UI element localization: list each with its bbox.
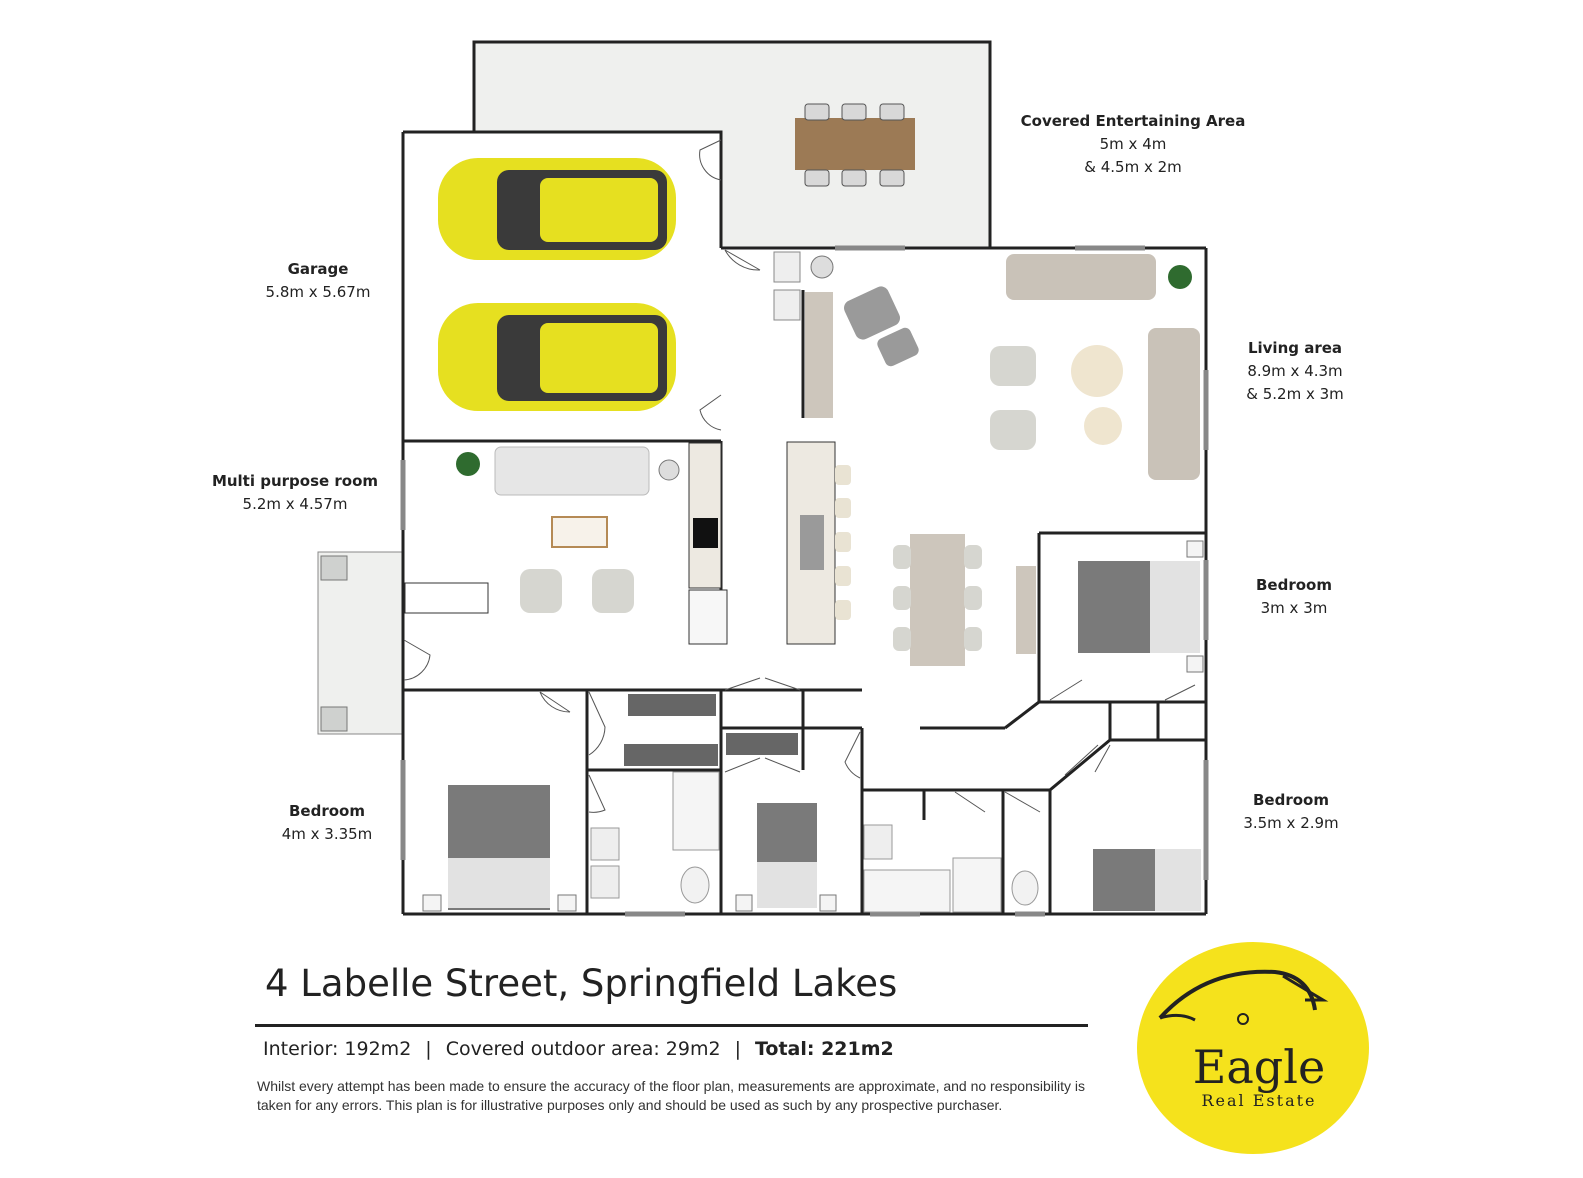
room-label-living-area: Living area 8.9m x 4.3m & 5.2m x 3m (1225, 337, 1365, 406)
side-awning (317, 551, 405, 735)
room-dims: 5.2m x 4.57m (242, 495, 348, 513)
interior-area: Interior: 192m2 (263, 1038, 412, 1060)
logo-name: Eagle (1193, 1040, 1325, 1094)
bathroom-fixtures (590, 771, 1039, 913)
wardrobes (624, 694, 798, 766)
room-name: Living area (1247, 339, 1343, 357)
separator: | (425, 1038, 432, 1060)
outdoor-area: Covered outdoor area: 29m2 (445, 1038, 721, 1060)
room-label-multi-purpose: Multi purpose room 5.2m x 4.57m (200, 470, 390, 516)
room-dims: 8.9m x 4.3m (1247, 362, 1343, 380)
windows (400, 245, 1209, 917)
room-dims: 5m x 4m (1099, 135, 1167, 153)
outdoor-dining-set (795, 103, 915, 187)
total-area: Total: 221m2 (754, 1038, 894, 1060)
property-address: 4 Labelle Street, Springfield Lakes (265, 962, 898, 1005)
disclaimer: Whilst every attempt has been made to en… (257, 1078, 1085, 1113)
room-dims: 4m x 3.35m (281, 825, 373, 843)
car-top (438, 158, 676, 260)
room-dims: 5.8m x 5.67m (265, 283, 371, 301)
living-furniture (805, 254, 1200, 480)
room-dims: & 4.5m x 2m (1084, 158, 1182, 176)
study-bed-furniture (735, 803, 837, 912)
room-name: Garage (287, 260, 349, 278)
master-bedroom-furniture (422, 785, 577, 912)
room-name: Multi purpose room (211, 472, 379, 490)
bedroom-4-furniture (1093, 849, 1201, 911)
multi-purpose-furniture (404, 446, 680, 614)
room-label-bedroom-master: Bedroom 4m x 3.35m (265, 800, 389, 846)
separator: | (734, 1038, 741, 1060)
room-label-covered-entertaining: Covered Entertaining Area 5m x 4m & 4.5m… (1003, 110, 1263, 179)
room-name: Bedroom (289, 802, 365, 820)
car-bottom (438, 303, 676, 411)
room-label-bedroom-east: Bedroom 3m x 3m (1238, 574, 1350, 620)
room-dims: & 5.2m x 3m (1246, 385, 1344, 403)
area-summary: Interior: 192m2 | Covered outdoor area: 29… (263, 1038, 894, 1060)
divider (255, 1024, 1088, 1027)
eagle-logo: Eagle Real Estate (1137, 942, 1369, 1154)
room-label-garage: Garage 5.8m x 5.67m (238, 258, 398, 304)
room-dims: 3.5m x 2.9m (1243, 814, 1339, 832)
doors (403, 139, 1196, 813)
room-name: Bedroom (1253, 791, 1329, 809)
room-label-bedroom-south: Bedroom 3.5m x 2.9m (1226, 789, 1356, 835)
logo-tagline: Real Estate (1201, 1091, 1316, 1110)
room-name: Covered Entertaining Area (1020, 112, 1246, 130)
dining-set (893, 534, 1036, 666)
room-dims: 3m x 3m (1260, 599, 1328, 617)
room-name: Bedroom (1256, 576, 1332, 594)
bedroom-2-furniture (1078, 540, 1204, 673)
kitchen (688, 251, 851, 645)
